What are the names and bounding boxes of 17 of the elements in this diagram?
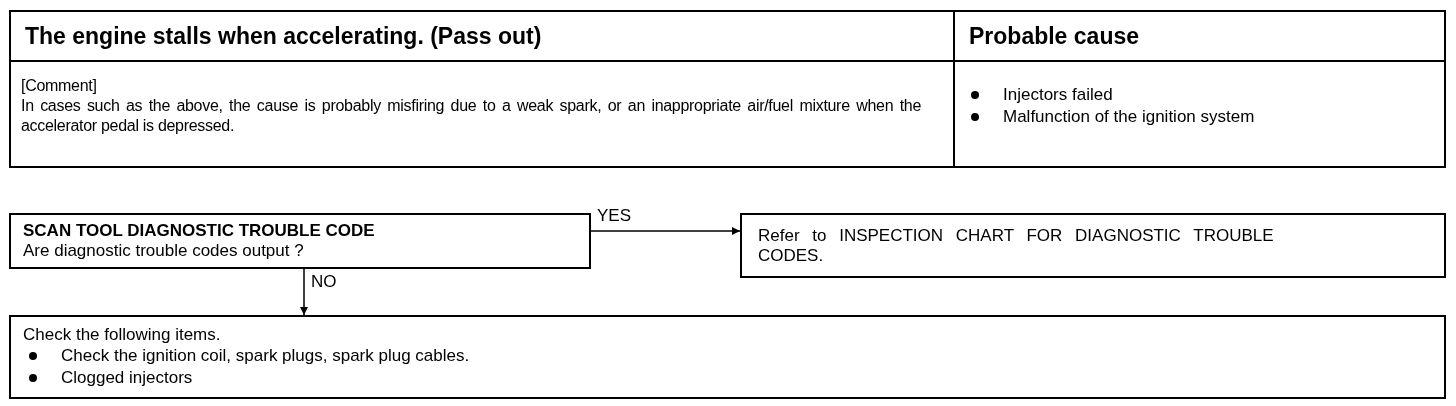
box-text: Refer to INSPECTION CHART FOR DIAGNOSTIC TROUBLE CODES. bbox=[758, 225, 1275, 266]
arrow bbox=[300, 268, 308, 316]
comment-text: In cases such as the above, the cause is probably misfiring due to a weak spark, or an inappropriate air/fuel mixture when the accelerator pedal is depressed. bbox=[21, 96, 921, 136]
process-box bbox=[740, 213, 1446, 278]
arrow bbox=[590, 227, 741, 235]
box-text: Check the following items. bbox=[23, 325, 222, 345]
check-item: Check the ignition coil, spark plugs, spark plug cables. bbox=[61, 345, 470, 367]
comment-heading: [Comment] bbox=[21, 76, 98, 96]
box-text: Are diagnostic trouble codes output ? bbox=[23, 241, 305, 261]
cause-item: Malfunction of the ignition system bbox=[1003, 106, 1255, 128]
process-box bbox=[9, 315, 1446, 399]
table-heading: Probable cause bbox=[969, 22, 1141, 50]
process-box bbox=[9, 213, 591, 269]
cause-item: Injectors failed bbox=[1003, 84, 1113, 106]
check-item: Clogged injectors bbox=[61, 367, 193, 389]
box-heading: SCAN TOOL DIAGNOSTIC TROUBLE CODE bbox=[23, 221, 376, 241]
table-heading: The engine stalls when accelerating. (Pass out) bbox=[25, 22, 543, 50]
